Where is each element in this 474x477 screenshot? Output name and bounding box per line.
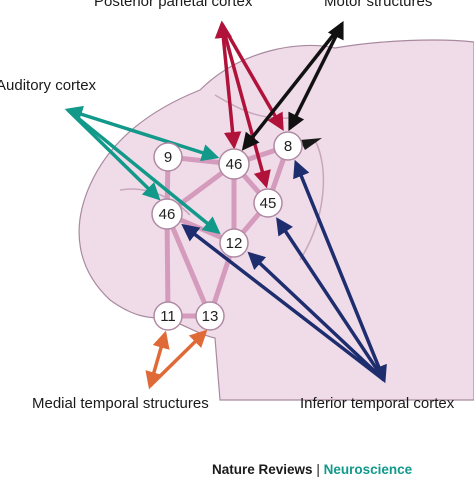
- label-inferior-temporal-cortex: Inferior temporal cortex: [300, 395, 455, 412]
- auditory-arrows: [64, 105, 221, 235]
- parietal-arrow-45: [220, 23, 271, 189]
- area-node: 46: [218, 148, 250, 180]
- journal-credit: Nature Reviews | Neuroscience: [212, 462, 412, 477]
- label-posterior-parietal-cortex: Posterior parietal cortex: [94, 0, 253, 10]
- brain-sulcus: [119, 188, 191, 216]
- area-label: 13: [202, 308, 219, 325]
- inferior-temporal-arrow-12: [247, 251, 386, 382]
- connection-46v-11: [164, 211, 171, 319]
- inferior-temporal-arrows: [181, 159, 387, 384]
- area-node: 11: [153, 301, 183, 331]
- area-node: 9: [153, 142, 183, 172]
- area-label: 45: [260, 195, 277, 212]
- journal-name: Nature Reviews: [212, 462, 313, 477]
- area-node: 8: [273, 131, 303, 161]
- motor-arrows: [241, 20, 344, 151]
- medial-temporal-arrows: [145, 329, 208, 390]
- auditory-arrow-46d: [64, 105, 220, 162]
- label-motor-structures: Motor structures: [324, 0, 433, 10]
- inferior-temporal-arrow-8: [293, 159, 387, 384]
- medial-temporal-arrow-13: [148, 329, 208, 388]
- auditory-arrow-12: [66, 108, 221, 235]
- area-label: 9: [164, 149, 172, 166]
- connection-46v-13: [164, 211, 213, 319]
- area-label: 46: [226, 156, 243, 173]
- inferior-temporal-arrow-45: [276, 217, 386, 381]
- motor-arrow-8: [288, 20, 344, 132]
- area-nodes: 9 46 8 46 45 12 11 13: [151, 131, 303, 331]
- journal-section: Neuroscience: [323, 462, 413, 477]
- medial-temporal-arrow-11: [145, 330, 170, 390]
- inferior-temporal-arrow-46v: [181, 223, 386, 382]
- label-medial-temporal-structures: Medial temporal structures: [32, 395, 209, 412]
- area-label: 12: [226, 235, 243, 252]
- area-node: 12: [219, 228, 249, 258]
- brain-outline: [78, 39, 474, 401]
- area-label: 11: [160, 308, 176, 325]
- brain-sulcus: [300, 138, 322, 150]
- area-node: 46: [151, 198, 183, 230]
- area-node: 13: [195, 301, 225, 331]
- area-label: 8: [284, 138, 292, 155]
- area-node: 45: [253, 188, 283, 218]
- parietal-arrow-46: [214, 20, 242, 150]
- area-label: 46: [159, 206, 176, 223]
- auditory-arrow-46v: [66, 108, 161, 201]
- motor-arrow-46: [241, 22, 344, 151]
- label-auditory-cortex: Auditory cortex: [0, 77, 97, 94]
- credit-separator: |: [316, 462, 320, 477]
